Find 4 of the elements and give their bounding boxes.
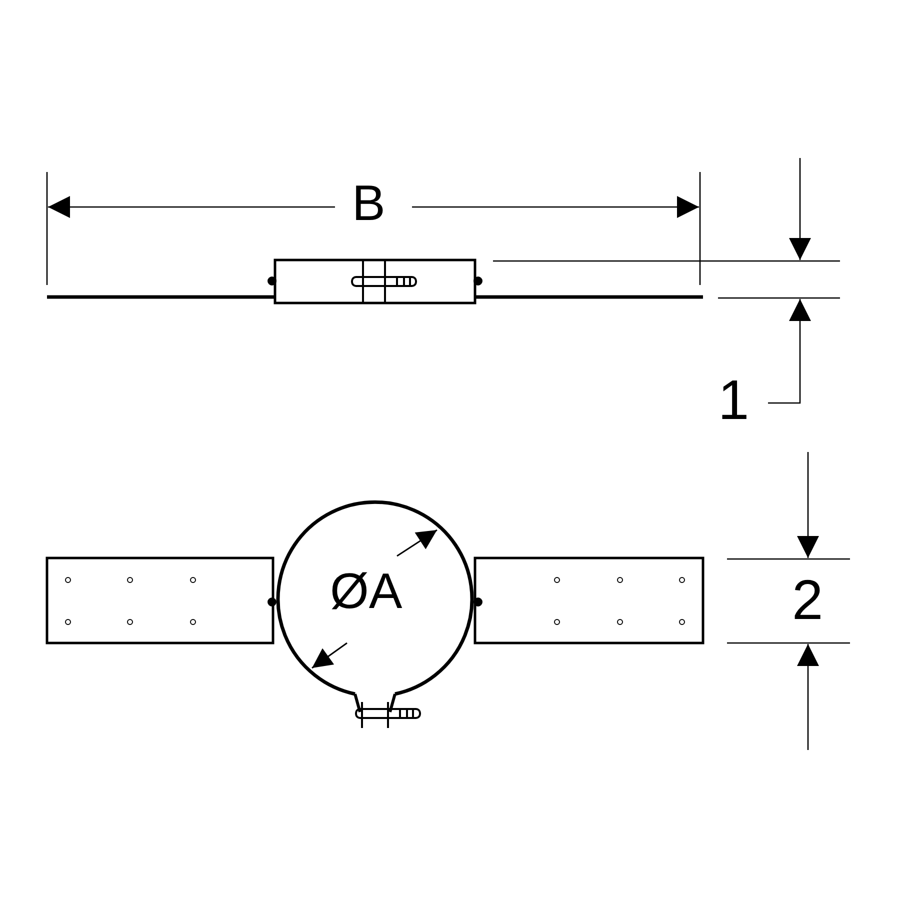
- dimension-label: 2: [792, 572, 824, 628]
- dimension-label: B: [352, 178, 386, 228]
- dimension-label: ØA: [330, 566, 402, 616]
- dimension-label: 1: [718, 372, 750, 428]
